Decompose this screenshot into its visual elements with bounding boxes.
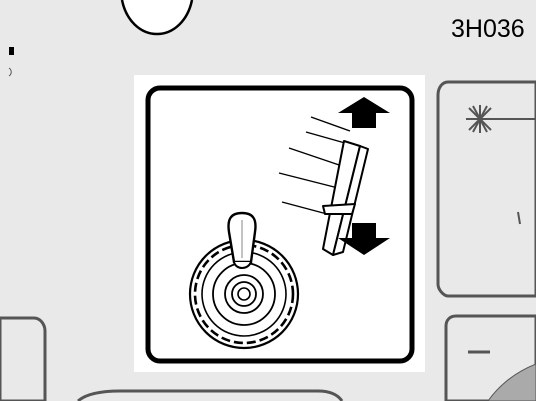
part-code-label: 3H036	[451, 15, 525, 43]
starburst-icon	[466, 105, 536, 133]
arrow-up-icon	[338, 97, 390, 128]
right-neighbor-panel	[436, 80, 536, 298]
top-circle-cutout	[120, 0, 194, 36]
bottom-neighbor-panel	[77, 389, 344, 401]
edge-curve	[8, 67, 12, 77]
pedal-icon	[278, 116, 369, 256]
edge-mark	[9, 47, 14, 55]
joystick-icon	[188, 211, 300, 350]
left-neighbor-panel	[0, 316, 47, 401]
lower-right-shape	[487, 363, 536, 401]
arrow-down-icon	[338, 223, 390, 255]
right-panel-mark	[517, 211, 521, 225]
